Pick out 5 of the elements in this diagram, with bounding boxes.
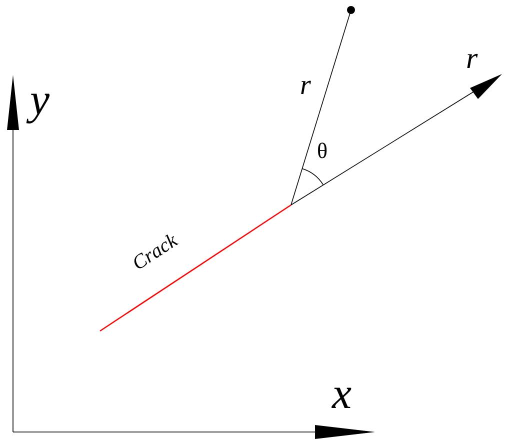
axis-label: r xyxy=(466,44,478,74)
radius-label: r xyxy=(300,72,311,100)
axis-label: x xyxy=(332,372,352,416)
crack-label: Crack xyxy=(129,230,181,274)
angle-label: θ xyxy=(317,140,328,162)
